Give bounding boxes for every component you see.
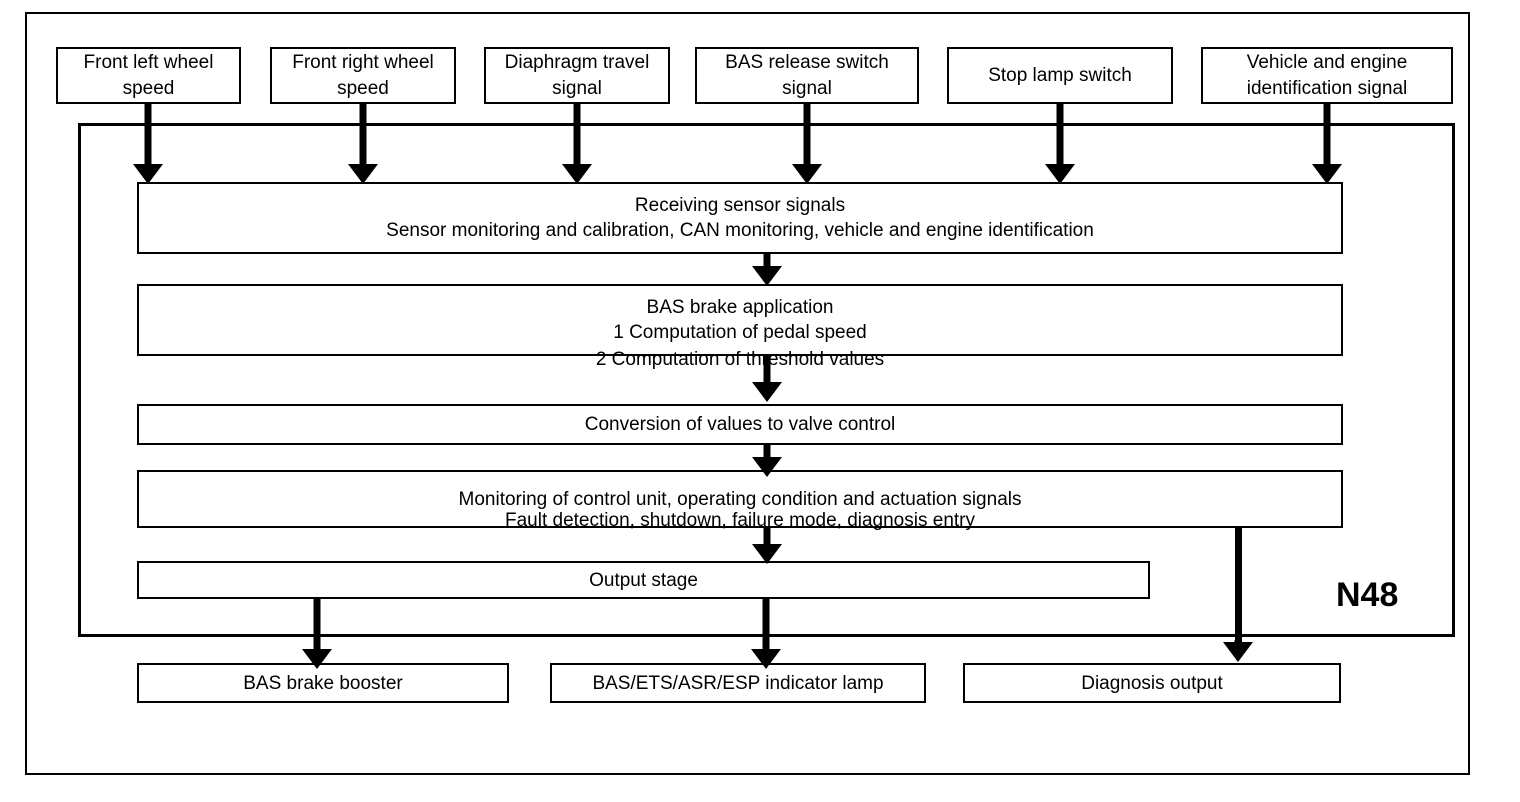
branch-line-diagnosis bbox=[1235, 528, 1242, 656]
arrow-down-diaphragm-travel-signal-icon bbox=[562, 104, 592, 184]
input-label-line-1: Front right wheel bbox=[292, 51, 434, 73]
input-label-line-1: Diaphragm travel bbox=[504, 51, 650, 73]
process-label-line-1: Receiving sensor signals bbox=[634, 195, 846, 216]
arrow-down-vehicle-engine-identification-signal-icon bbox=[1312, 104, 1342, 184]
arrow-down-front-right-wheel-speed-icon bbox=[348, 104, 378, 184]
input-box-bas-release-switch-signal[interactable]: BAS release switch signal bbox=[695, 47, 919, 104]
input-label-line-2: signal bbox=[782, 77, 832, 99]
output-label: BAS/ETS/ASR/ESP indicator lamp bbox=[592, 672, 884, 694]
outer-frame bbox=[25, 12, 1470, 775]
input-label-line-1: Vehicle and engine bbox=[1246, 51, 1408, 73]
arrow-down-to-indicator-lamp-icon bbox=[751, 599, 781, 671]
input-label-line-1: Front left wheel bbox=[83, 51, 214, 73]
process-label-line-1: Output stage bbox=[589, 569, 698, 591]
output-label: BAS brake booster bbox=[243, 672, 403, 694]
input-label-line-1: Stop lamp switch bbox=[988, 64, 1132, 86]
input-box-stop-lamp-switch[interactable]: Stop lamp switch bbox=[947, 47, 1173, 104]
arrow-down-to-output-stage-icon bbox=[752, 528, 782, 564]
arrow-down-to-diagnosis-output-icon bbox=[1223, 640, 1253, 670]
process-box-output-stage[interactable]: Output stage bbox=[137, 561, 1150, 599]
arrow-down-to-bas-brake-application-icon bbox=[752, 254, 782, 286]
input-label-line-2: signal bbox=[552, 77, 602, 99]
arrow-down-to-conversion-of-values-icon bbox=[752, 356, 782, 404]
process-label-line-1: BAS brake application bbox=[646, 297, 834, 318]
arrow-down-to-monitoring-of-control-unit-icon bbox=[752, 445, 782, 477]
arrow-down-stop-lamp-switch-icon bbox=[1045, 104, 1075, 184]
arrow-down-front-left-wheel-speed-icon bbox=[133, 104, 163, 184]
arrow-down-bas-release-switch-signal-icon bbox=[792, 104, 822, 184]
process-box-receiving-sensor-signals[interactable]: Receiving sensor signals Sensor monitori… bbox=[137, 182, 1343, 254]
process-label-line-1: Conversion of values to valve control bbox=[584, 414, 896, 435]
input-box-diaphragm-travel-signal[interactable]: Diaphragm travel signal bbox=[484, 47, 670, 104]
arrow-down-to-bas-brake-booster-icon bbox=[302, 599, 332, 671]
input-box-front-left-wheel-speed[interactable]: Front left wheel speed bbox=[56, 47, 241, 104]
input-box-vehicle-engine-identification-signal[interactable]: Vehicle and engine identification signal bbox=[1201, 47, 1453, 104]
input-label-line-2: speed bbox=[122, 77, 175, 99]
output-box-bas-ets-asr-esp-indicator-lamp[interactable]: BAS/ETS/ASR/ESP indicator lamp bbox=[550, 663, 926, 703]
process-overflow-monitoring-of-control-unit: Fault detection, shutdown, failure mode,… bbox=[505, 510, 975, 531]
output-box-diagnosis-output[interactable]: Diagnosis output bbox=[963, 663, 1341, 703]
input-box-front-right-wheel-speed[interactable]: Front right wheel speed bbox=[270, 47, 456, 104]
output-label: Diagnosis output bbox=[1081, 672, 1223, 694]
input-label-line-2: identification signal bbox=[1246, 77, 1408, 99]
process-overflow-bas-brake-application: 2 Computation of threshold values bbox=[595, 349, 885, 370]
input-label-line-2: speed bbox=[337, 77, 389, 99]
process-label-line-1: Monitoring of control unit, operating co… bbox=[458, 488, 1022, 510]
ecu-label-n48: N48 bbox=[1336, 576, 1399, 614]
process-label-line-2: 1 Computation of pedal speed bbox=[613, 322, 867, 343]
process-box-conversion-of-values-to-valve-control[interactable]: Conversion of values to valve control bbox=[137, 404, 1343, 445]
process-box-monitoring-of-control-unit[interactable]: Monitoring of control unit, operating co… bbox=[137, 470, 1343, 528]
output-box-bas-brake-booster[interactable]: BAS brake booster bbox=[137, 663, 509, 703]
input-label-line-1: BAS release switch bbox=[725, 51, 889, 73]
process-label-line-2: Sensor monitoring and calibration, CAN m… bbox=[386, 220, 1094, 241]
process-box-bas-brake-application[interactable]: BAS brake application 1 Computation of p… bbox=[137, 284, 1343, 356]
